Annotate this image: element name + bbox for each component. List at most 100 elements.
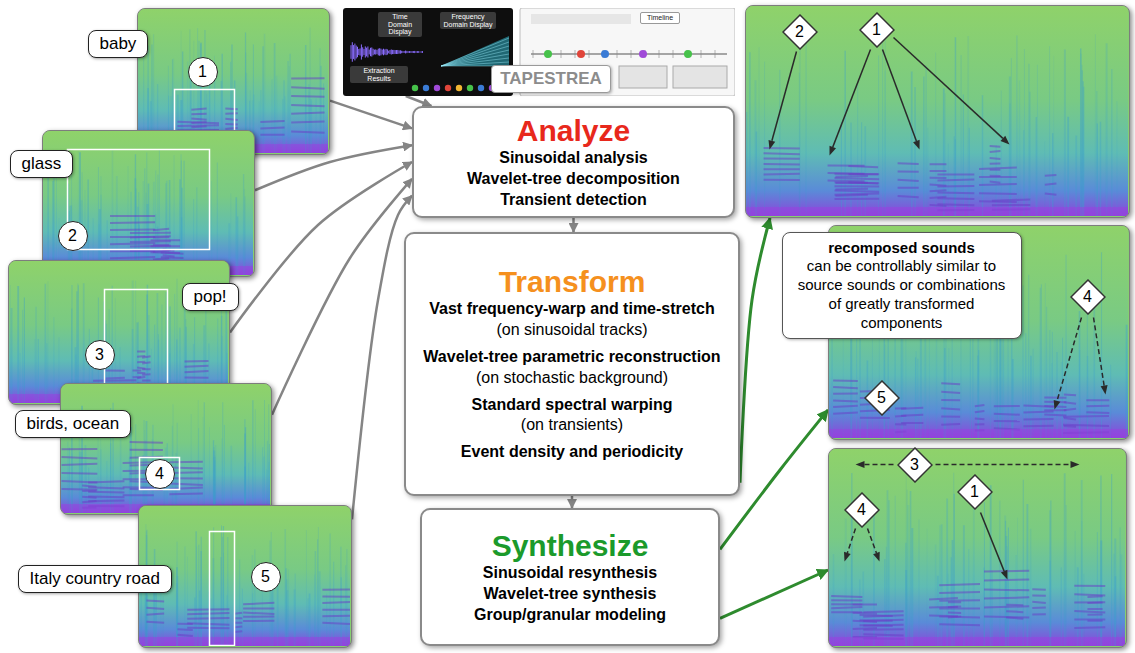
callout-number: 2 <box>59 222 87 249</box>
graphic-line <box>1045 184 1057 185</box>
graphic-line <box>1026 504 1028 646</box>
output-arrow <box>740 218 770 483</box>
graphic-line <box>835 193 880 194</box>
callout-diamond: 4 <box>1070 279 1106 315</box>
graphic-line <box>323 83 324 153</box>
graphic-line <box>234 630 242 633</box>
graphic-line <box>255 409 256 513</box>
graphic-line <box>1044 397 1066 399</box>
graphic-line <box>1017 518 1018 646</box>
graphic-line <box>1053 56 1054 216</box>
graphic-line <box>1064 418 1076 419</box>
graphic-line <box>975 423 985 425</box>
graphic-line <box>234 622 242 624</box>
graphic-line <box>133 369 142 371</box>
graphic-line <box>1052 332 1053 438</box>
graphic-line <box>835 182 880 183</box>
graphic-line <box>805 38 806 216</box>
graphic-line <box>356 46 357 59</box>
graphic-line <box>764 152 800 155</box>
sound-tag: birds, ocean <box>15 410 132 438</box>
graphic-line <box>929 598 958 599</box>
graphic-line <box>110 443 111 513</box>
graphic-line <box>187 557 188 646</box>
graphic-line <box>1080 48 1081 216</box>
graphic-line <box>388 51 389 54</box>
graphic-line <box>990 158 1001 159</box>
graphic-line <box>227 537 228 646</box>
graphic-line <box>1037 65 1038 216</box>
graphic-line <box>853 603 877 605</box>
graphic-line <box>1032 613 1045 615</box>
graphic-line <box>254 549 255 646</box>
app-name-label: TAPESTREA <box>491 65 611 93</box>
sound-tag: glass <box>10 150 74 178</box>
graphic-line <box>159 150 160 275</box>
graphic-line <box>383 49 384 56</box>
flow-arrow <box>352 196 412 520</box>
graphic-line <box>322 602 350 603</box>
graphic-line <box>984 597 1029 598</box>
graphic-line <box>191 113 206 115</box>
graphic-line <box>1064 473 1066 646</box>
graphic-line <box>322 595 350 597</box>
graphic-line <box>1008 528 1009 646</box>
spectrogram-frame <box>61 384 271 514</box>
graphic-line <box>177 122 219 123</box>
graphic-line <box>833 379 858 382</box>
graphic-line <box>421 51 422 52</box>
graphic-line <box>884 559 885 646</box>
graphic-line <box>201 537 202 646</box>
graphic-line <box>941 408 960 409</box>
graphic-line <box>927 128 928 216</box>
graphic-polygon <box>769 140 776 150</box>
graphic-line <box>1033 349 1034 438</box>
graphic-line <box>939 584 980 585</box>
flow-arrow <box>572 218 575 232</box>
graphic-line <box>142 362 150 363</box>
spectrogram-frame <box>43 131 254 276</box>
callout-circle: 2 <box>58 221 88 251</box>
graphic-line <box>828 172 865 175</box>
graphic-line <box>1030 529 1031 646</box>
graphic-line <box>898 171 919 173</box>
graphic-line <box>1057 318 1081 401</box>
callout-number: 5 <box>864 380 900 416</box>
graphic-line <box>34 339 35 403</box>
flow-arrow <box>406 96 432 106</box>
graphic-line <box>531 53 727 54</box>
graphic-line <box>868 529 877 554</box>
graphic-line <box>291 87 324 88</box>
graphic-line <box>975 405 985 406</box>
graphic-line <box>315 551 317 646</box>
graphic-line <box>1097 123 1098 216</box>
graphic-line <box>746 112 747 216</box>
graphic-line <box>779 70 780 216</box>
graphic-line <box>831 599 862 601</box>
graphic-line <box>1045 174 1057 177</box>
graphic-rect <box>531 14 631 24</box>
callout-number: 2 <box>782 14 818 50</box>
graphic-line <box>215 445 216 513</box>
graphic-line <box>106 377 125 380</box>
graphic-line <box>930 163 947 165</box>
graphic-line <box>1049 330 1050 438</box>
graphic-line <box>1083 87 1085 216</box>
graphic-line <box>289 54 291 153</box>
process-box: SynthesizeSinusoidal resynthesisWavelet-… <box>420 508 720 646</box>
graphic-line <box>142 373 150 376</box>
callout-circle: 5 <box>251 562 281 592</box>
graphic-line <box>399 50 400 53</box>
process-box: AnalyzeSinusoidal analysisWavelet-tree d… <box>412 106 735 218</box>
graphic-line <box>1032 602 1045 603</box>
graphic-line <box>749 52 750 216</box>
graphic-line <box>1040 288 1041 438</box>
graphic-line <box>764 62 765 216</box>
graphic-line <box>1074 611 1105 612</box>
graphic-line <box>1065 505 1066 646</box>
callout-number: 3 <box>86 341 114 368</box>
graphic-line <box>308 84 309 153</box>
graphic-line <box>244 197 245 275</box>
graphic-line <box>961 55 962 216</box>
graphic-line <box>172 404 173 513</box>
